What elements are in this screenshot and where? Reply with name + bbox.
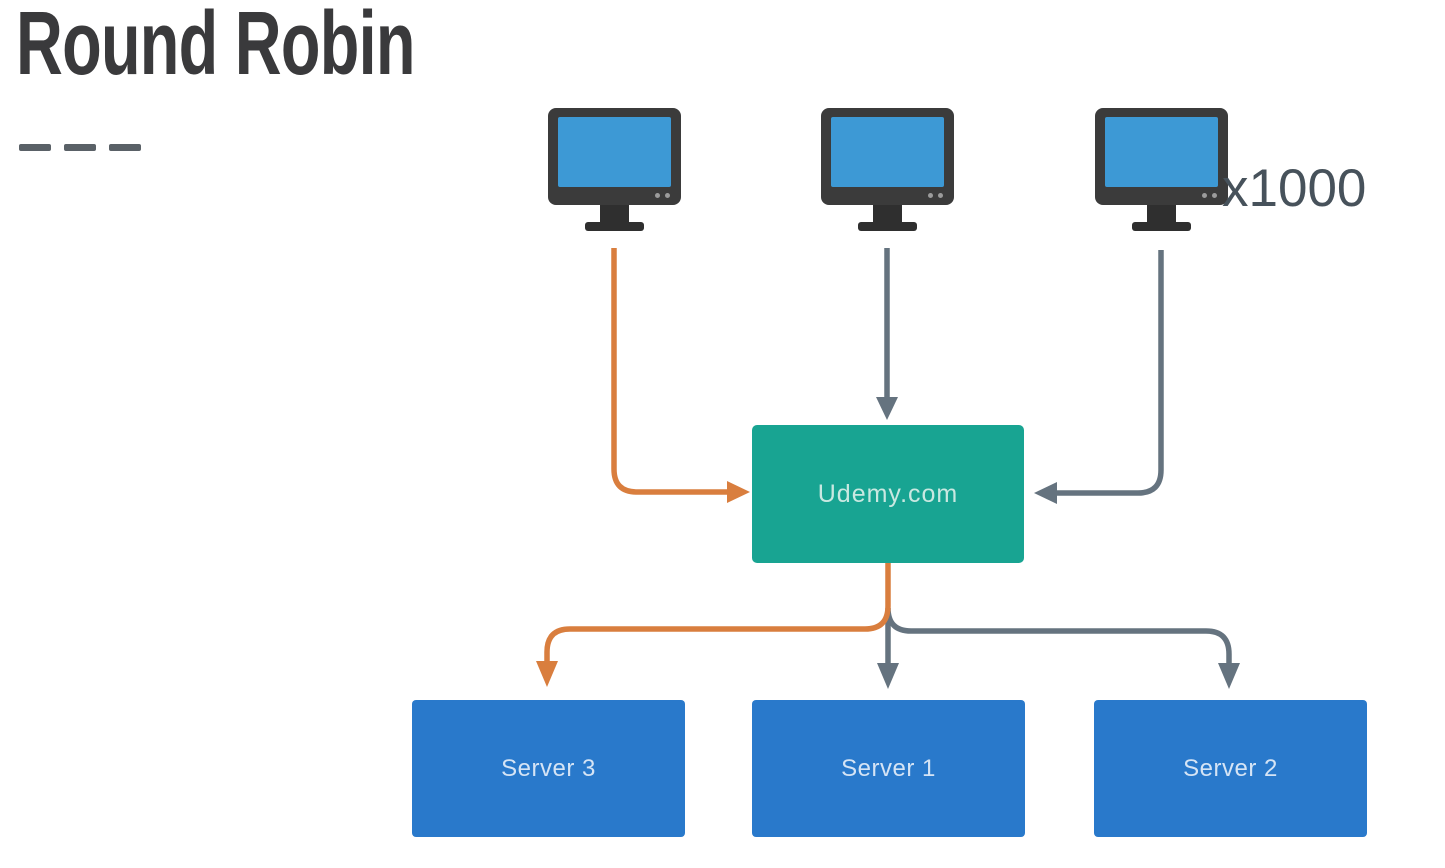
monitor-stand-neck (1147, 205, 1176, 222)
monitor-button-dot (928, 193, 933, 198)
server-label: Server 1 (841, 754, 936, 782)
title-underline-dashes (19, 144, 141, 151)
arrow-client1-to-loadbalancer (611, 248, 750, 503)
monitor-button-dot (1212, 193, 1217, 198)
server-3-box: Server 3 (412, 700, 685, 837)
monitor-bezel (1095, 108, 1228, 205)
client-monitor-2-icon (821, 108, 954, 232)
monitor-stand-base (585, 222, 644, 231)
page-title: Round Robin (16, 0, 415, 94)
server-2-box: Server 2 (1094, 700, 1367, 837)
monitor-screen (831, 117, 944, 187)
monitor-stand-base (1132, 222, 1191, 231)
dash (64, 144, 96, 151)
monitor-screen (1105, 117, 1218, 187)
monitor-button-dot (1202, 193, 1207, 198)
server-label: Server 3 (501, 754, 596, 782)
monitor-bezel (548, 108, 681, 205)
monitor-button-dot (665, 193, 670, 198)
server-1-box: Server 1 (752, 700, 1025, 837)
monitor-button-dot (938, 193, 943, 198)
dash (19, 144, 51, 151)
monitor-stand-neck (873, 205, 902, 222)
client-monitor-1-icon (548, 108, 681, 232)
arrow-client3-to-loadbalancer (1034, 250, 1164, 504)
arrow-client2-to-loadbalancer (876, 248, 898, 420)
client-monitor-3-icon (1095, 108, 1228, 232)
monitor-bezel (821, 108, 954, 205)
monitor-stand-base (858, 222, 917, 231)
arrow-loadbalancer-to-server3 (536, 563, 891, 687)
dash (109, 144, 141, 151)
monitor-stand-neck (600, 205, 629, 222)
server-label: Server 2 (1183, 754, 1278, 782)
load-balancer-box: Udemy.com (752, 425, 1024, 563)
load-balancer-label: Udemy.com (817, 479, 959, 508)
monitor-button-dot (655, 193, 660, 198)
arrow-loadbalancer-to-server2 (885, 607, 1240, 689)
clients-count-label: x1000 (1222, 159, 1367, 218)
monitor-screen (558, 117, 671, 187)
